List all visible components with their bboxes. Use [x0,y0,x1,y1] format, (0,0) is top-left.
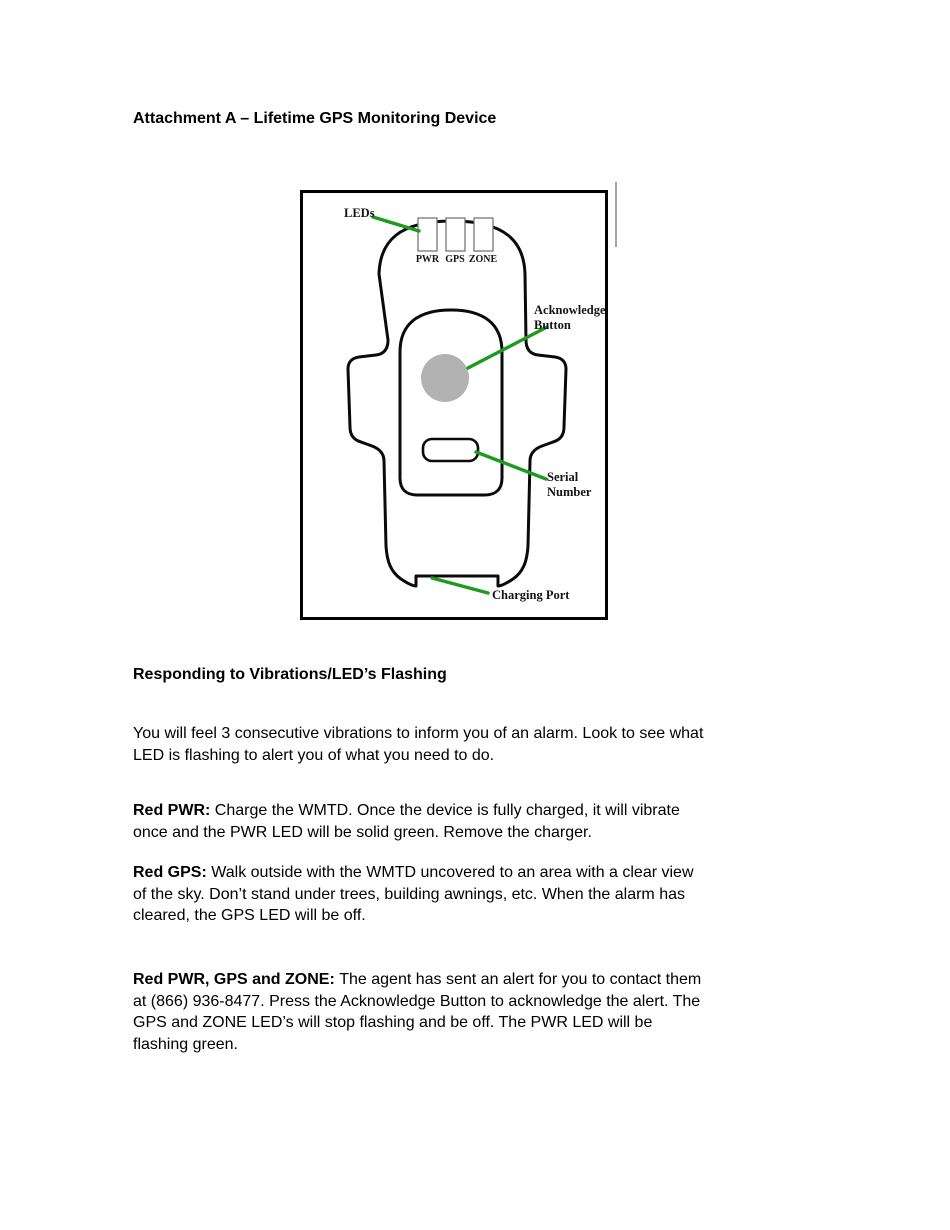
paragraph-lead: Red GPS: [133,864,212,881]
page-title: Attachment A – Lifetime GPS Monitoring D… [133,110,497,127]
serial-number-label-line1: Serial [547,470,579,484]
serial-number-plate [421,437,480,463]
inner-panel-shape [398,308,504,497]
acknowledge-button-label-line1: Acknowledge [534,303,606,317]
led-label-zone: ZONE [469,254,498,265]
led-rect-gps [445,217,466,252]
charging-callout-line [430,576,490,595]
led-label-gps: GPS [445,254,465,265]
paragraph-lead: Red PWR, GPS and ZONE: [133,971,340,988]
led-rect-pwr [417,217,438,252]
paragraph-red-gps: Red GPS: Walk outside with the WMTD unco… [133,862,833,927]
paragraph-red-pwr: Red PWR: Charge the WMTD. Once the devic… [133,800,833,843]
paragraph-lead: Red PWR: [133,802,215,819]
charging-port-label: Charging Port [492,588,570,602]
paragraph-body: Walk outside with the WMTD uncovered to … [133,864,694,924]
section-heading: Responding to Vibrations/LED’s Flashing [133,666,447,683]
led-rect-zone [473,217,494,252]
gps-device-figure: LEDs PWR GPS ZONE Acknowledge Button Ser… [300,190,608,620]
leds-label: LEDs [344,206,375,220]
scan-artifact-line [615,182,617,247]
acknowledge-button-shape [421,354,469,402]
paragraph-body: You will feel 3 consecutive vibrations t… [133,725,704,764]
acknowledge-callout-line [466,325,549,370]
device-diagram: LEDs PWR GPS ZONE Acknowledge Button Ser… [300,190,608,620]
led-label-pwr: PWR [416,254,440,265]
paragraph-body: The agent has sent an alert for you to c… [133,971,702,1053]
paragraph-red-pwr-gps-zone: Red PWR, GPS and ZONE: The agent has sen… [133,969,833,1055]
paragraph-vibration-intro: You will feel 3 consecutive vibrations t… [133,723,833,766]
paragraph-body: Charge the WMTD. Once the device is full… [133,802,680,841]
acknowledge-button-label-line2: Button [534,318,571,332]
serial-number-label-line2: Number [547,485,592,499]
leds-callout-line [371,215,421,233]
serial-callout-line [474,450,548,481]
